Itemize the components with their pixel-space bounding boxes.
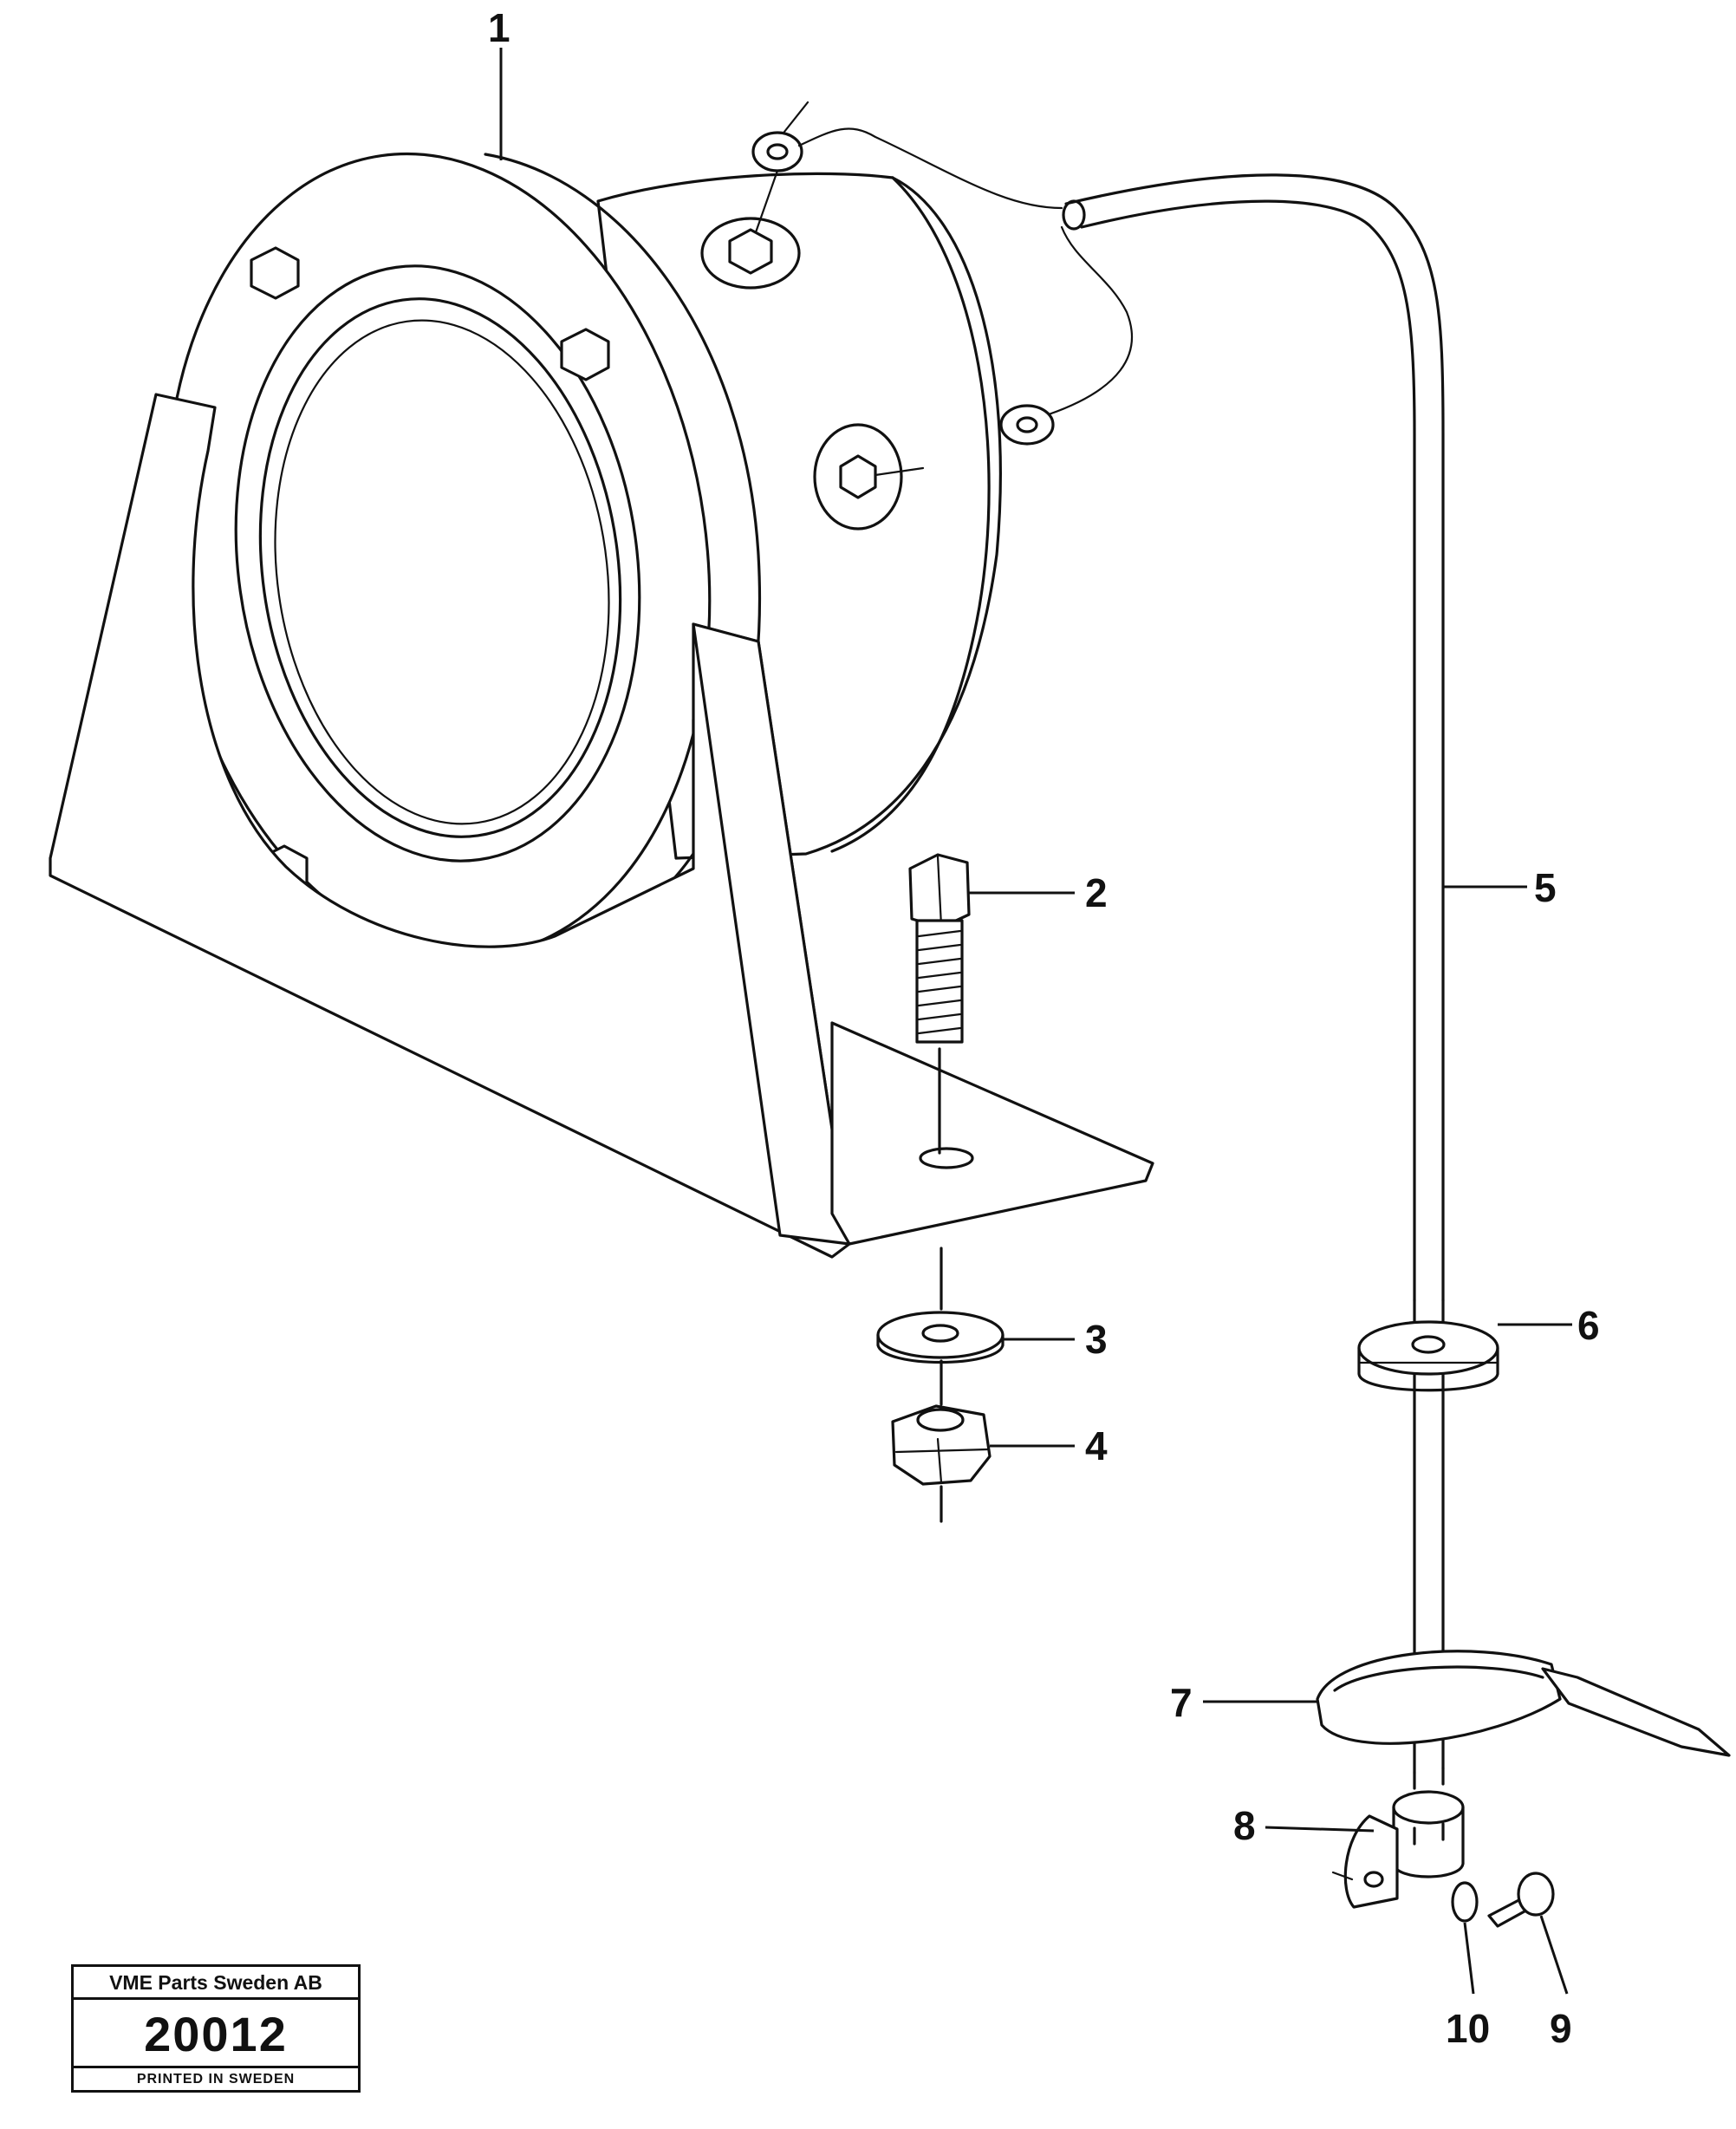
horn-lens-ring-inner xyxy=(258,297,622,838)
cable-sheath xyxy=(1064,173,1445,1302)
terminal-nut-top xyxy=(728,228,773,275)
title-block-printed-note: PRINTED IN SWEDEN xyxy=(74,2066,358,2090)
callout-label: 7 xyxy=(1170,1680,1193,1725)
callout-3: 3 xyxy=(1004,1317,1108,1362)
callout-1: 1 xyxy=(488,5,510,160)
callout-4: 4 xyxy=(990,1423,1108,1468)
callout-label: 2 xyxy=(1085,870,1108,915)
cable-tie xyxy=(1316,1650,1731,1757)
callout-5: 5 xyxy=(1444,865,1557,910)
title-block-company: VME Parts Sweden AB xyxy=(74,1967,358,2000)
bracket-bolt-hole xyxy=(919,1147,974,1169)
callout-label: 6 xyxy=(1577,1303,1600,1348)
terminal-washer-side xyxy=(813,423,903,531)
mounting-bracket-foot xyxy=(830,1021,1154,1246)
clamp-screw xyxy=(1487,1872,1555,1928)
callout-7: 7 xyxy=(1170,1680,1317,1725)
terminal-nut-side xyxy=(839,454,877,499)
callout-8: 8 xyxy=(1233,1803,1375,1848)
callout-label: 10 xyxy=(1446,2006,1490,2051)
callout-label: 5 xyxy=(1534,865,1557,910)
mounting-bracket-side xyxy=(49,393,851,1259)
title-block-drawing-number: 20012 xyxy=(144,2007,288,2061)
cable-grommet xyxy=(1357,1320,1499,1392)
cable-clamp xyxy=(1331,1790,1465,1909)
title-block: VME Parts Sweden AB 20012 PRINTED IN SWE… xyxy=(71,1964,361,2093)
callout-6: 6 xyxy=(1498,1303,1600,1348)
alarm-horn-assembly xyxy=(49,152,1154,1259)
callout-2: 2 xyxy=(969,870,1108,915)
callout-10: 10 xyxy=(1446,1922,1490,2051)
lock-nut xyxy=(891,1404,992,1486)
terminal-washer-top xyxy=(700,217,801,290)
horn-lens-ring-outer xyxy=(234,264,641,863)
callout-label: 1 xyxy=(488,5,510,50)
callout-9: 9 xyxy=(1539,1915,1572,2051)
horn-lens-ring-innermost xyxy=(274,319,610,825)
horn-cylinder-rear-edge xyxy=(830,176,991,853)
callout-label: 4 xyxy=(1085,1423,1108,1468)
callout-label: 3 xyxy=(1085,1317,1108,1362)
callout-label: 8 xyxy=(1233,1803,1256,1848)
hex-bolt xyxy=(908,853,971,1155)
flat-washer xyxy=(876,1311,1005,1364)
callout-label: 9 xyxy=(1550,2006,1572,2051)
washer-small xyxy=(1451,1881,1479,1923)
